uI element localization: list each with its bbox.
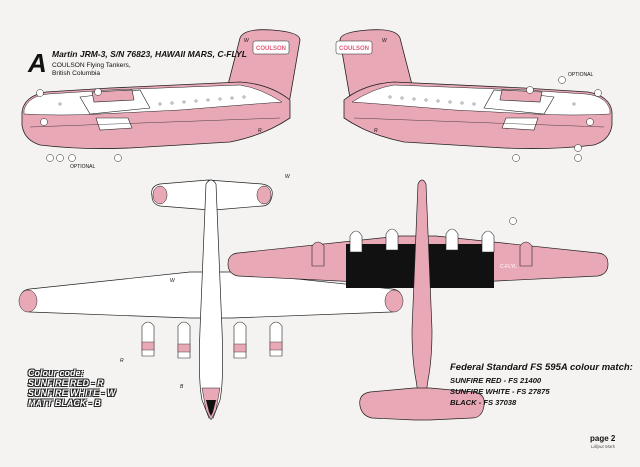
colour-match-title: Federal Standard FS 595A colour match: xyxy=(450,362,633,373)
colour-code-white: SUNFIRE WHITE - W xyxy=(28,388,116,398)
scheme-location: British Columbia xyxy=(52,70,101,77)
left-tail-text: COULSON xyxy=(256,46,286,52)
left-code-r: R xyxy=(258,128,262,134)
bottom-float-left xyxy=(311,241,325,267)
colour-code-red: SUNFIRE RED - R xyxy=(28,378,104,388)
page-number: page 2 xyxy=(590,434,616,443)
colour-code-legend: Colour code: SUNFIRE RED - R SUNFIRE WHI… xyxy=(28,368,116,408)
top-fuselage xyxy=(198,179,224,419)
colour-match-red: SUNFIRE RED - FS 21400 xyxy=(450,376,542,385)
left-portholes xyxy=(58,95,246,106)
bottom-wing-reg: C-FLYL xyxy=(500,264,517,270)
colour-match-black: BLACK - FS 37038 xyxy=(450,398,517,407)
bottom-tailplane xyxy=(359,387,485,421)
top-engines xyxy=(141,321,283,359)
top-tailplane-tip-right xyxy=(256,185,272,205)
left-side-view: COULSON OPTIONAL W R xyxy=(21,29,301,170)
colour-code-title: Colour code: xyxy=(28,368,84,378)
scheme-letter: A xyxy=(28,48,47,78)
top-code-b: B xyxy=(180,384,184,390)
right-tail-text: COULSON xyxy=(339,46,369,52)
left-engine xyxy=(91,89,135,103)
top-view: W W R B xyxy=(18,174,404,421)
right-portholes xyxy=(388,95,576,106)
right-side-view: COULSON OPTIONAL W R xyxy=(335,29,613,162)
colour-code-black: MATT BLACK - B xyxy=(28,398,101,408)
bottom-float-right xyxy=(519,241,533,267)
top-nose-black xyxy=(206,400,216,416)
top-code-w: W xyxy=(285,174,291,180)
left-optional-label: OPTIONAL xyxy=(70,164,96,170)
top-wingtip-left xyxy=(18,289,38,313)
right-hull-line xyxy=(353,117,605,128)
right-tail-banner xyxy=(335,40,373,55)
bottom-engines xyxy=(349,228,495,253)
left-code-w: W xyxy=(244,38,250,44)
bottom-view: C-FLYL xyxy=(227,179,609,421)
scheme-operator-block: COULSON Flying Tankers, British Columbia xyxy=(52,62,131,78)
colour-match-white: SUNFIRE WHITE - FS 27875 xyxy=(450,387,550,396)
right-code-w: W xyxy=(382,38,388,44)
top-wingtip-right xyxy=(384,289,404,313)
right-optional-label: OPTIONAL xyxy=(568,72,594,78)
bottom-fuselage xyxy=(411,179,433,409)
scheme-operator: COULSON Flying Tankers, xyxy=(52,62,131,69)
top-code-w2: W xyxy=(170,278,176,284)
left-callouts xyxy=(36,88,122,162)
left-hull-line xyxy=(29,117,281,128)
bottom-callout-7 xyxy=(509,217,517,225)
scheme-title: Martin JRM-3, S/N 76823, HAWAII MARS, C-… xyxy=(52,49,247,59)
colour-match-block: Federal Standard FS 595A colour match: S… xyxy=(450,362,633,408)
right-engine xyxy=(499,89,543,103)
top-code-r: R xyxy=(120,358,124,364)
left-tail-banner xyxy=(252,40,290,55)
top-tailplane-tip-left xyxy=(152,185,168,205)
right-code-r: R xyxy=(374,128,378,134)
right-callouts xyxy=(512,76,602,162)
brand-mark: Lilliput Mark xyxy=(591,444,616,449)
